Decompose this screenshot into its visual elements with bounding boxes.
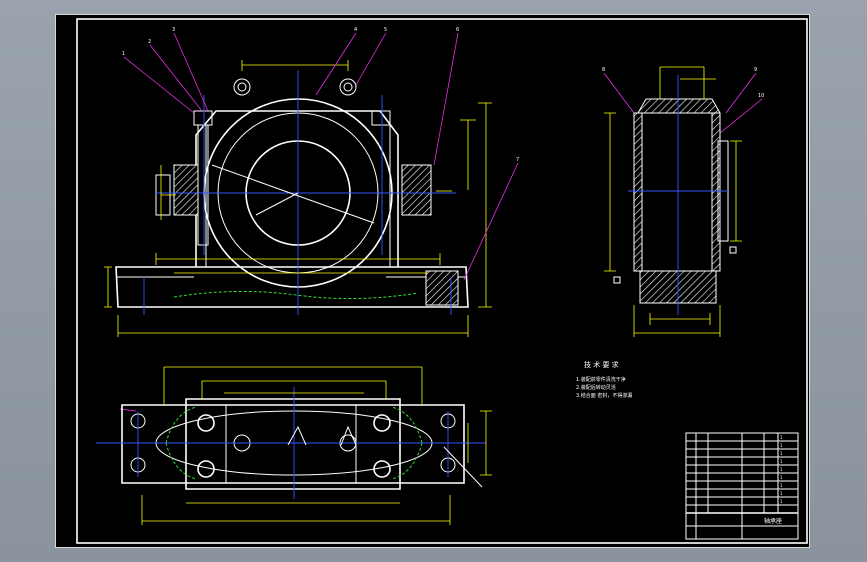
parts-qty-2: 1: [780, 443, 783, 448]
technical-notes: 技 术 要 求 1.装配前零件清洗干净 2.装配后转动灵活 3.结合面 密封，不…: [576, 360, 632, 399]
balloon-7: 7: [516, 157, 519, 163]
note-line-2: 2.装配后转动灵活: [576, 384, 616, 391]
balloon-3: 3: [172, 27, 175, 33]
parts-qty-1: 1: [780, 435, 783, 440]
balloon-1: 1: [122, 51, 125, 57]
part-balloons: 1 2 3 4 5 6 7 8 9 10: [119, 27, 764, 412]
balloon-5: 5: [384, 27, 387, 33]
title-block: 1 1 1 1 1 1 1 1 1 轴承座: [685, 432, 799, 540]
parts-qty-5: 1: [780, 467, 783, 472]
notes-heading: 技 术 要 求: [584, 360, 619, 369]
balloon-2: 2: [148, 39, 151, 45]
balloon-6: 6: [456, 27, 459, 33]
note-line-1: 1.装配前零件清洗干净: [576, 376, 626, 383]
front-view: [104, 60, 492, 337]
balloon-10: 10: [758, 93, 764, 99]
drawing-sheet: 1 2 3 4 5 6 7 8 9 10: [55, 14, 810, 548]
balloon-4: 4: [354, 27, 357, 33]
side-view: [604, 66, 742, 337]
parts-qty-6: 1: [780, 475, 783, 480]
top-view: [96, 366, 492, 525]
parts-qty-3: 1: [780, 451, 783, 456]
parts-qty-9: 1: [780, 499, 783, 504]
drawing-title: 轴承座: [764, 517, 782, 525]
balloon-9: 9: [754, 67, 757, 73]
parts-qty-8: 1: [780, 491, 783, 496]
note-line-3: 3.结合面 密封，不得渗漏: [576, 392, 632, 399]
parts-qty-7: 1: [780, 483, 783, 488]
drawing-canvas: 1 2 3 4 5 6 7 8 9 10: [76, 18, 808, 544]
drawing-frame: [76, 18, 808, 544]
parts-qty-4: 1: [780, 459, 783, 464]
balloon-8: 8: [602, 67, 605, 73]
